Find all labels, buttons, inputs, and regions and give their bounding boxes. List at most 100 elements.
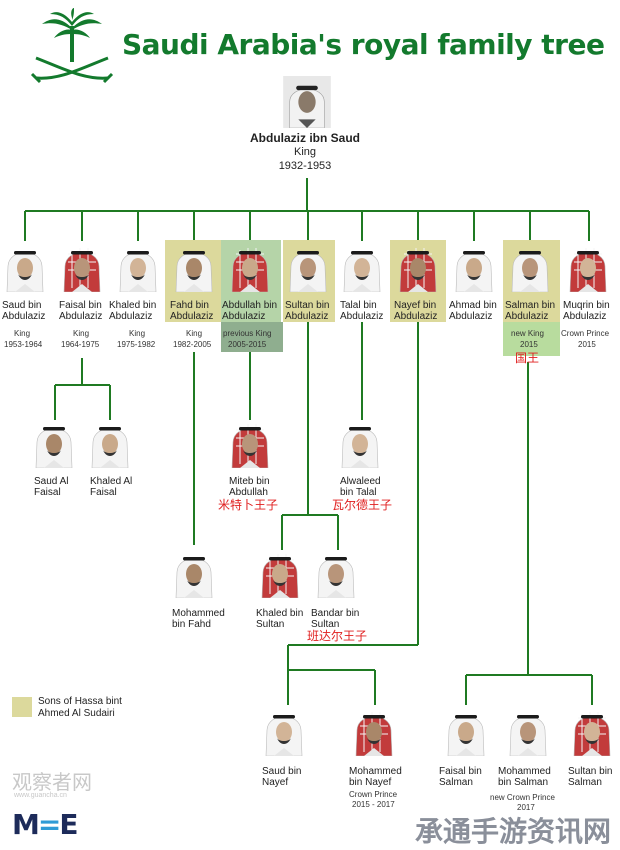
son-role: new King [511, 329, 544, 338]
portrait-icon [88, 420, 132, 468]
portrait-icon [262, 708, 306, 756]
legend-swatch [12, 697, 32, 717]
grandson-name: Bandar bin [311, 608, 360, 619]
son-name: Abdulaziz [170, 311, 214, 322]
portrait-icon [228, 244, 272, 292]
son-role: King [73, 329, 90, 338]
portrait-icon [452, 244, 496, 292]
grandson-name: Sultan [311, 619, 340, 630]
grandson-name: Saud Al [34, 476, 69, 487]
son-role: previous King [223, 329, 272, 338]
son-years: 1964-1975 [61, 340, 100, 349]
mee-logo: M=E [12, 808, 79, 841]
grandson-name: Sultan bin [568, 766, 613, 777]
portrait-icon [566, 244, 610, 292]
chinese-label: 米特卜王子 [218, 498, 279, 512]
portrait-icon [116, 244, 160, 292]
son-name: Abdulaziz [394, 311, 438, 322]
son-name: Abdulaziz [59, 311, 103, 322]
grandson-name: Faisal bin [439, 766, 482, 777]
portrait-icon [338, 420, 382, 468]
grandson-role: new Crown Prince [490, 793, 555, 802]
son-name: Saud bin [2, 300, 42, 311]
watermark-url: www.guancha.cn [14, 792, 67, 799]
grandson-name: Abdullah [229, 487, 268, 498]
portrait-icon [172, 550, 216, 598]
portrait-icon [508, 244, 552, 292]
son-name: Abdullah bin [222, 300, 278, 311]
portrait-icon [32, 420, 76, 468]
son-years: 1953-1964 [4, 340, 43, 349]
grandson-name: bin Salman [498, 777, 549, 788]
grandson-name: bin Fahd [172, 619, 211, 630]
son-name: Talal bin [340, 300, 377, 311]
root-name: Abdulaziz ibn Saud [250, 131, 360, 145]
son-role: King [186, 329, 203, 338]
portrait-icon [314, 550, 358, 598]
chinese-label: 瓦尔德王子 [332, 498, 393, 512]
grandson-name: Alwaleed [340, 476, 381, 487]
grandson-name: bin Nayef [349, 777, 392, 788]
portrait-icon [228, 420, 272, 468]
portrait-icon [396, 244, 440, 292]
son-name: Abdulaziz [109, 311, 153, 322]
son-name: Abdulaziz [340, 311, 384, 322]
son-name: Sultan bin [285, 300, 330, 311]
chinese-label: 班达尔王子 [307, 629, 368, 643]
son-name: Khaled bin [109, 300, 157, 311]
grandson-years: 2015 - 2017 [352, 800, 395, 809]
portrait-icon [506, 708, 550, 756]
son-name: Abdulaziz [222, 311, 266, 322]
son-name: Ahmad bin [449, 300, 497, 311]
portrait-icon [60, 244, 104, 292]
son-name: Abdulaziz [449, 311, 493, 322]
chinese-label: 国王 [515, 351, 540, 365]
grandson-name: Salman [568, 777, 602, 788]
root-role: King [293, 146, 317, 158]
grandson-name: Khaled Al [90, 476, 133, 487]
son-years: 2005-2015 [228, 340, 267, 349]
previous-king-highlight [221, 322, 283, 352]
grandson-role: Crown Prince [349, 790, 398, 799]
grandson-name: Nayef [262, 777, 289, 788]
son-name: Nayef bin [394, 300, 437, 311]
grandson-name: Miteb bin [229, 476, 270, 487]
grandson-name: bin Talal [340, 487, 377, 498]
grandson-years: 2017 [517, 803, 535, 812]
grandson-name: Saud bin [262, 766, 302, 777]
watermark: 观察者网 [12, 770, 92, 794]
son-name: Abdulaziz [505, 311, 549, 322]
son-role: Crown Prince [561, 329, 610, 338]
grandson-name: Faisal [90, 487, 117, 498]
son-name: Abdulaziz [2, 311, 46, 322]
portrait-icon [352, 708, 396, 756]
son-name: Muqrin bin [563, 300, 610, 311]
grandson-name: Faisal [34, 487, 61, 498]
portrait-icon [286, 244, 330, 292]
grandson-name: Khaled bin [256, 608, 304, 619]
new-king-highlight [503, 322, 560, 356]
portrait-icon [283, 76, 331, 128]
page-title: Saudi Arabia's royal family tree [122, 28, 605, 61]
portrait-icon [570, 708, 614, 756]
grandson-name: Mohammed [172, 608, 225, 619]
grandson-name: Salman [439, 777, 473, 788]
grandson-name: Sultan [256, 619, 285, 630]
son-name: Abdulaziz [563, 311, 607, 322]
portrait-icon [444, 708, 488, 756]
root-years: 1932-1953 [278, 160, 332, 172]
portrait-icon [172, 244, 216, 292]
son-years: 2015 [578, 340, 596, 349]
son-role: King [129, 329, 146, 338]
son-name: Salman bin [505, 300, 556, 311]
portrait-icon [3, 244, 47, 292]
son-name: Fahd bin [170, 300, 209, 311]
son-years: 1975-1982 [117, 340, 156, 349]
site-watermark: 承通手游资讯网 [415, 815, 612, 848]
portrait-icon [258, 550, 302, 598]
son-role: King [14, 329, 31, 338]
son-name: Abdulaziz [285, 311, 329, 322]
portrait-icon [340, 244, 384, 292]
